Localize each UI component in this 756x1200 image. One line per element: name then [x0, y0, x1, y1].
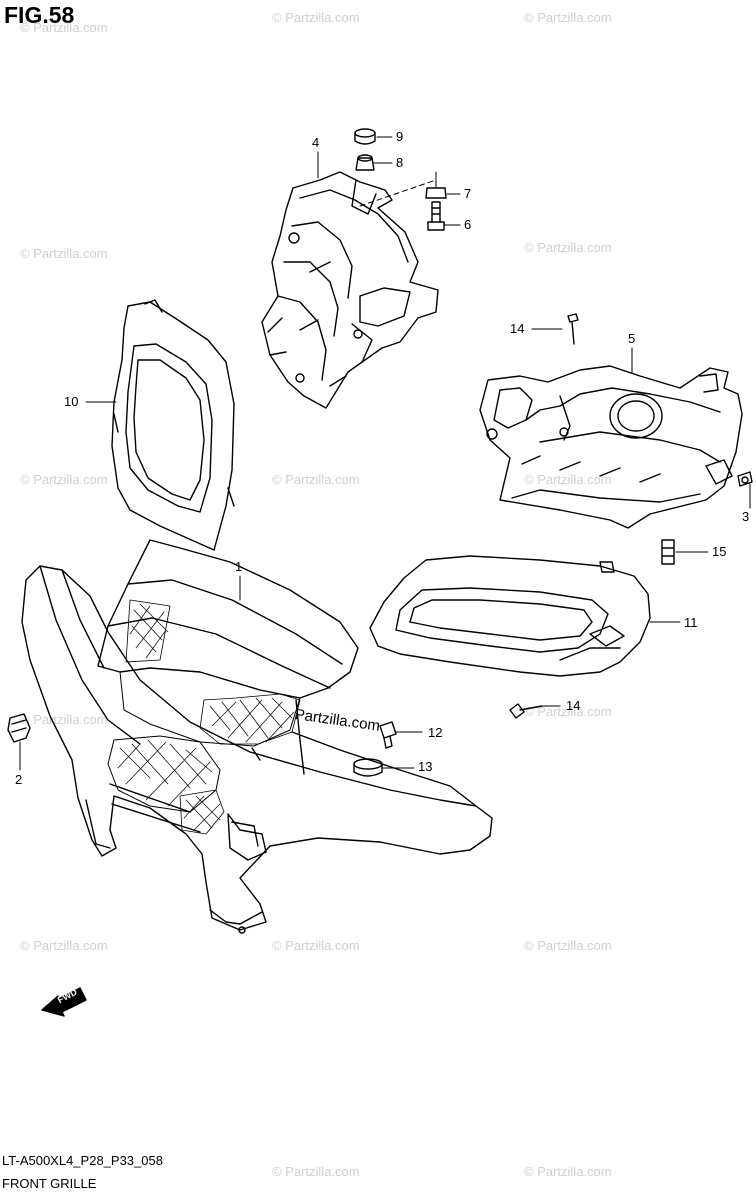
callout-3: 3	[742, 509, 750, 524]
watermark: © Partzilla.com	[524, 1164, 612, 1179]
hardware-top	[354, 128, 447, 231]
watermark: © Partzilla.com	[524, 472, 612, 487]
callout-7: 7	[464, 186, 472, 201]
front-grille-drawing	[21, 539, 493, 934]
watermark: © Partzilla.com	[20, 938, 108, 953]
watermark: © Partzilla.com	[524, 938, 612, 953]
headlight-bracket-drawing	[261, 171, 439, 409]
watermark: © Partzilla.com	[20, 20, 108, 35]
watermark: © Partzilla.com	[20, 472, 108, 487]
watermark: © Partzilla.com	[20, 246, 108, 261]
hardware-right	[661, 471, 753, 565]
watermark: © Partzilla.com	[272, 10, 360, 25]
watermark: © Partzilla.com	[20, 712, 108, 727]
figure-title: FIG.58	[4, 2, 75, 28]
watermark: © Partzilla.com	[524, 240, 612, 255]
side-bezel-drawing	[369, 555, 651, 677]
fwd-arrow-icon	[41, 987, 87, 1017]
watermark: © Partzilla.com	[272, 1164, 360, 1179]
callout-4: 4	[312, 135, 320, 150]
callout-10: 10	[64, 394, 79, 409]
callout-13: 13	[418, 759, 433, 774]
callout-14: 14	[510, 321, 525, 336]
callout-5: 5	[628, 331, 636, 346]
callout-14: 14	[566, 698, 581, 713]
callout-1: 1	[235, 559, 243, 574]
callout-8: 8	[396, 155, 404, 170]
model-code: LT-A500XL4_P28_P33_058	[2, 1153, 163, 1168]
callout-15: 15	[712, 544, 727, 559]
hardware-lower	[353, 313, 579, 777]
lower-bracket-drawing	[479, 365, 743, 529]
callout-12: 12	[428, 725, 443, 740]
callout-11: 11	[684, 615, 698, 630]
leader-lines	[19, 136, 751, 771]
headlight-bezel-drawing	[111, 299, 235, 551]
watermark: © Partzilla.com	[272, 938, 360, 953]
callout-6: 6	[464, 217, 472, 232]
watermark: © Partzilla.com	[524, 704, 612, 719]
clip-drawing	[7, 713, 31, 743]
watermark: © Partzilla.com	[524, 10, 612, 25]
callout-2: 2	[15, 772, 23, 787]
callout-9: 9	[396, 129, 404, 144]
section-name: FRONT GRILLE	[2, 1176, 97, 1191]
watermark: © Partzilla.com	[272, 472, 360, 487]
